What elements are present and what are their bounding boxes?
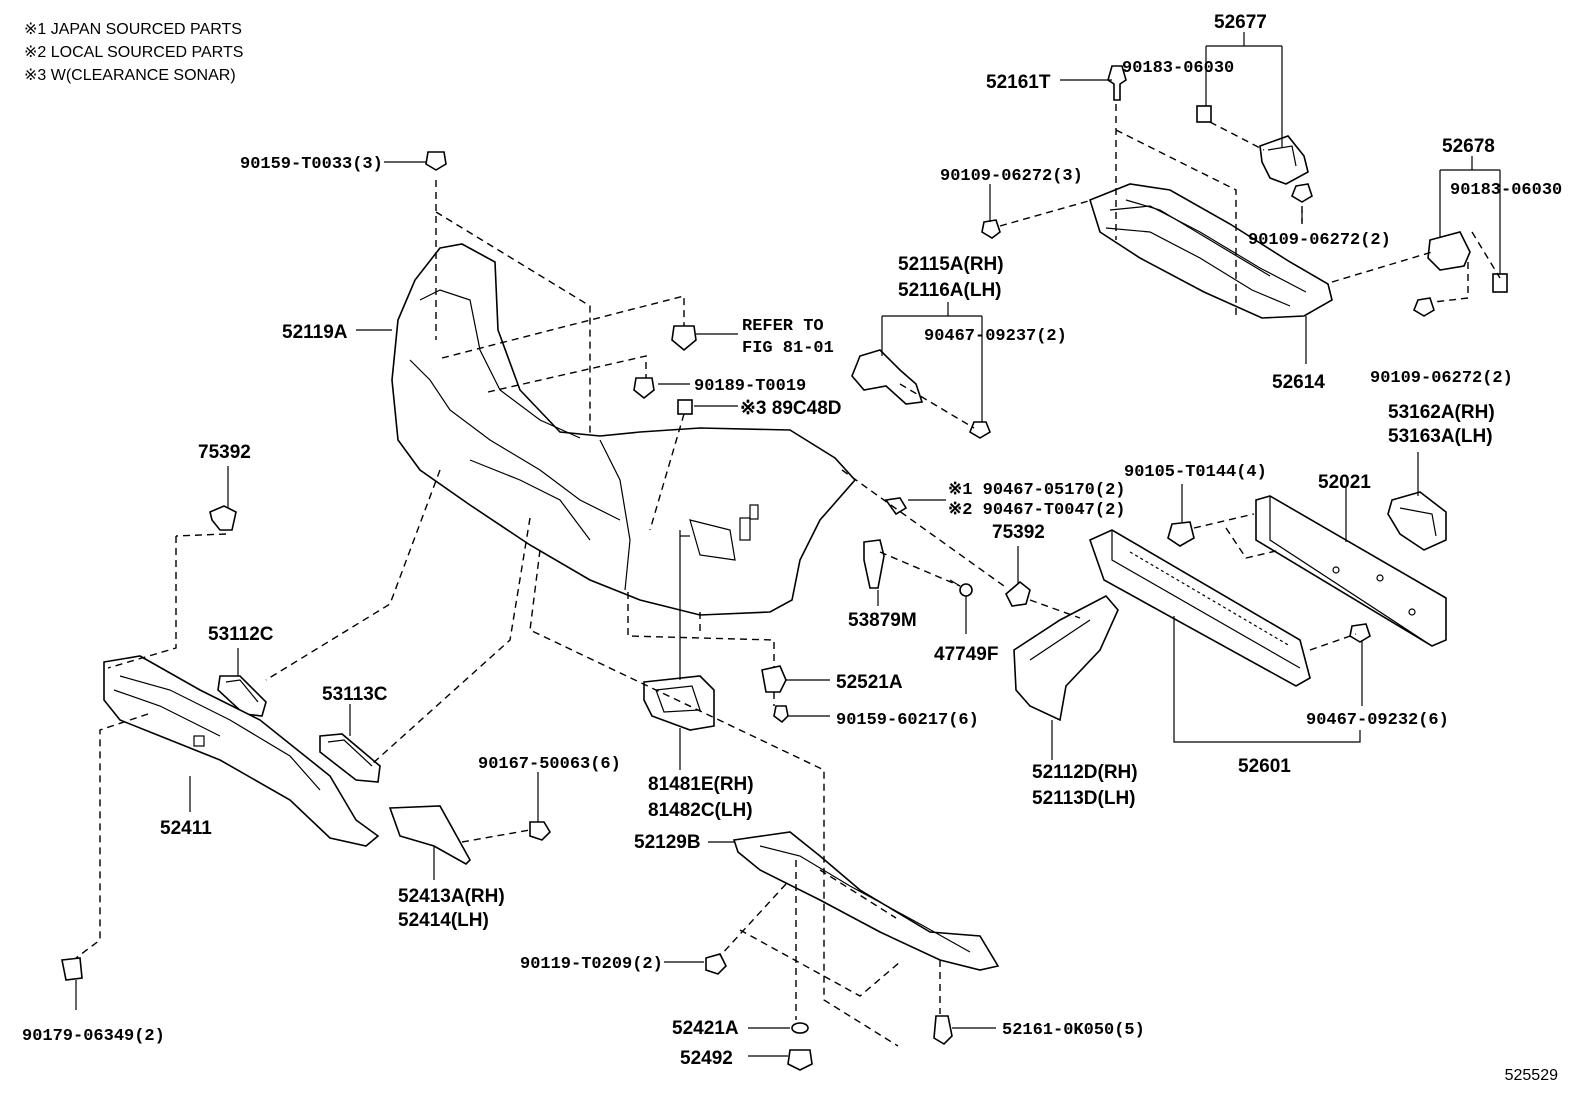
clip-90179 — [61, 957, 83, 981]
label-90467-05170: ※1 90467-05170(2) — [948, 481, 1125, 500]
screw-90159-60217 — [773, 705, 789, 724]
label-52601: 52601 — [1238, 756, 1291, 777]
label-52421A: 52421A — [672, 1018, 739, 1039]
label-52112D: 52112D(RH) — [1032, 762, 1138, 783]
note-clearance-sonar: ※3 W(CLEARANCE SONAR) — [24, 67, 236, 84]
label-90167-50063: 90167-50063(6) — [478, 755, 621, 774]
screw-90119 — [705, 953, 727, 975]
bracket-75392-right — [1005, 580, 1031, 607]
clip-47749F — [949, 579, 973, 597]
label-75392-right: 75392 — [992, 522, 1045, 543]
bracket-52677 — [1196, 105, 1309, 185]
bracket-53113C — [319, 733, 381, 783]
lower-bumper-52411 — [103, 655, 380, 847]
label-90109-06272-2a: 90109-06272(2) — [1248, 231, 1391, 250]
reinforcement-52601 — [1089, 529, 1311, 687]
cover-52413A — [388, 805, 471, 865]
bracket-52678 — [1427, 231, 1508, 293]
label-90467-09232: 90467-09232(6) — [1306, 711, 1449, 730]
retainer-52614 — [1089, 183, 1333, 319]
label-89C48D: ※3 89C48D — [740, 398, 841, 419]
label-53163A: 53163A(LH) — [1388, 426, 1493, 447]
bracket-52115A — [851, 349, 924, 405]
bumper-arm-52021 — [1255, 495, 1447, 647]
label-90109-06272-2b: 90109-06272(2) — [1370, 369, 1513, 388]
clip-52161-0K050 — [933, 1015, 953, 1046]
label-52113D: 52113D(LH) — [1032, 788, 1136, 809]
screw-90167 — [529, 821, 552, 841]
label-52116A: 52116A(LH) — [898, 280, 1002, 301]
label-52413A: 52413A(RH) — [398, 886, 505, 907]
bracket-53162A — [1387, 491, 1447, 551]
label-81482C: 81482C(LH) — [648, 800, 753, 821]
bracket-75392-left — [209, 505, 237, 531]
label-81481E: 81481E(RH) — [648, 774, 754, 795]
label-90105-T0144: 90105-T0144(4) — [1124, 463, 1267, 482]
retainer-52112D — [1013, 594, 1119, 722]
clip-52492 — [787, 1049, 813, 1071]
part-labels: 52677 90183-06030 52161T 90109-06272(3) … — [22, 12, 1562, 1069]
label-90109-06272-3: 90109-06272(3) — [940, 167, 1083, 186]
label-52492: 52492 — [680, 1048, 733, 1069]
label-53879M: 53879M — [848, 610, 917, 631]
figure-number: 525529 — [1504, 1067, 1558, 1084]
label-90467-T0047: ※2 90467-T0047(2) — [948, 501, 1125, 520]
label-52677: 52677 — [1214, 12, 1267, 33]
label-52115A: 52115A(RH) — [898, 254, 1004, 275]
label-52119A: 52119A — [282, 322, 348, 343]
label-52414: 52414(LH) — [398, 910, 489, 931]
label-52129B: 52129B — [634, 832, 701, 853]
label-90183-06030-b: 90183-06030 — [1450, 181, 1562, 200]
bracket-53879M — [863, 539, 885, 589]
assembly-lines — [75, 104, 1501, 1047]
note-local-sourced: ※2 LOCAL SOURCED PARTS — [24, 44, 244, 61]
label-52021: 52021 — [1318, 472, 1371, 493]
label-53162A: 53162A(RH) — [1388, 402, 1495, 423]
washer-52421A — [791, 1022, 809, 1034]
label-53112C: 53112C — [208, 624, 274, 645]
leader-lines — [75, 32, 1501, 1057]
label-52678: 52678 — [1442, 136, 1495, 157]
clip-52521A — [761, 665, 787, 693]
label-90189-T0019: 90189-T0019 — [694, 377, 806, 396]
bracket-53112C — [217, 675, 267, 717]
label-90467-09237: 90467-09237(2) — [924, 327, 1067, 346]
label-90183-06030-a: 90183-06030 — [1122, 59, 1234, 78]
undercover-52129B — [732, 831, 1000, 971]
label-52614: 52614 — [1272, 372, 1325, 393]
label-53113C: 53113C — [322, 684, 388, 705]
cover-81481E — [643, 675, 715, 731]
clip-52161T — [1107, 65, 1127, 101]
fasteners — [425, 151, 1435, 643]
label-52411: 52411 — [160, 818, 212, 839]
label-refer-to: REFER TO — [742, 317, 824, 336]
note-japan-sourced: ※1 JAPAN SOURCED PARTS — [24, 21, 242, 38]
label-47749F: 47749F — [934, 644, 998, 665]
label-75392-left: 75392 — [198, 442, 251, 463]
label-90159-T0033: 90159-T0033(3) — [240, 155, 383, 174]
label-52521A: 52521A — [836, 672, 903, 693]
label-90159-60217: 90159-60217(6) — [836, 711, 979, 730]
source-notes: ※1 JAPAN SOURCED PARTS ※2 LOCAL SOURCED … — [24, 18, 243, 87]
label-90119-T0209: 90119-T0209(2) — [520, 955, 663, 974]
label-52161T: 52161T — [986, 72, 1051, 93]
label-90179-06349: 90179-06349(2) — [22, 1027, 165, 1046]
label-fig-81-01: FIG 81-01 — [742, 339, 834, 358]
label-52161-0K050: 52161-0K050(5) — [1002, 1021, 1145, 1040]
bumper-cover-52119A — [391, 243, 857, 616]
